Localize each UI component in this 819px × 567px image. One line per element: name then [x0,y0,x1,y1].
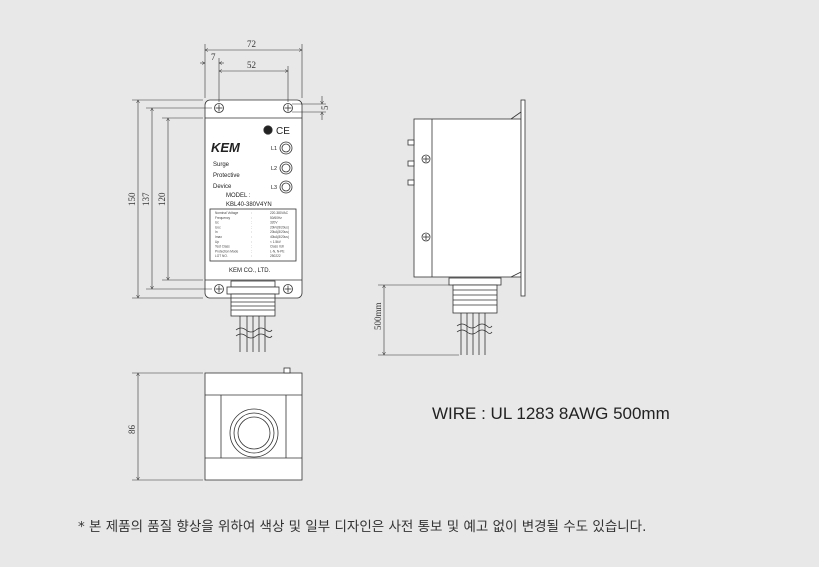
dimension-width: 72 [247,39,256,49]
spec-row-key: Test Class [215,245,230,249]
cable-gland-body [230,293,276,317]
design-change-notice: * 본 제품의 품질 향상을 위하여 색상 및 일부 디자인은 사전 통보 및 … [78,519,647,535]
wire-bundle [235,316,273,352]
spec-label-frame [209,208,297,262]
front-view: CE [204,99,303,352]
spec-row-value: L-N, N-PE [270,249,285,253]
dimension-height-body: 120 [157,192,167,206]
dimension-offset-top: 5 [320,105,330,110]
side-screw-icon [421,154,431,164]
ce-mark-icon: CE [276,126,290,137]
bottom-view [204,367,303,481]
dimension-offset-left: 7 [211,52,216,62]
wire-bundle-side [456,313,493,355]
device-name-line2: Protective [213,173,240,179]
dimension-wire-length: 500mm [373,302,383,330]
spec-row-key: LOT NO. [215,254,228,258]
spec-row-key: Imax [215,235,222,239]
spec-row-separator: : [251,245,252,249]
enclosure-side [413,118,522,278]
spec-row-separator: : [251,230,252,234]
certification-mark-icon [263,125,273,135]
side-screw-icon [421,232,431,242]
spec-row-value: 20kA(8/20us) [270,230,289,234]
indicator-lamp-icon [279,180,293,194]
mounting-screw-icon [214,284,224,294]
model-label: MODEL : [226,193,251,199]
cable-gland-bottom-icon [229,408,279,458]
model-number: KBL40-380V4YN [226,202,272,208]
indicator-label-l3: L3 [271,185,277,191]
spec-row-value: 250222 [270,254,281,258]
spec-row-separator: : [251,211,252,215]
manufacturer-label: KEM CO., LTD. [229,268,271,274]
spec-row-key: In [215,230,218,234]
brand-logo: KEM [211,140,241,155]
spec-row-value: 50/60Hz [270,216,282,220]
wire-length-dimension [378,285,459,355]
spec-row-key: Uc [215,221,219,225]
spec-row-key: Up [215,240,219,244]
spec-row-value: 220-380VAC [270,211,289,215]
depth-dimension [132,373,203,480]
device-name-line3: Device [213,184,232,190]
spec-row-separator: : [251,240,252,244]
mounting-screw-icon [283,103,293,113]
spec-row-value: 20kV(8/20us) [270,225,289,229]
spec-row-key: Protection Mode [215,249,238,253]
indicator-label-l2: L2 [271,166,277,172]
spec-row-separator: : [251,221,252,225]
spec-row-value: < 1.5kV [270,240,282,244]
dimension-hole-spacing: 52 [247,60,256,70]
spec-row-key: Nominal Voltage [215,211,238,215]
mounting-screw-icon [283,284,293,294]
cable-gland-nut [230,280,276,288]
spec-row-separator: : [251,249,252,253]
device-name-line1: Surge [213,162,230,168]
spec-row-separator: : [251,235,252,239]
indicator-label-l1: L1 [271,146,277,152]
spec-table: Nominal Voltage: 220-380VAC Frequency: 50/6… [215,211,289,258]
spec-row-value: 40kA(8/20us) [270,235,289,239]
indicator-lamp-icon [279,161,293,175]
front-dimensions [132,44,326,298]
indicator-lamp-icon [279,141,293,155]
dimension-height-holes: 137 [141,192,151,206]
spec-row-key: Uoc [215,225,221,229]
mounting-screw-icon [214,103,224,113]
wire-spec-label: WIRE : UL 1283 8AWG 500mm [432,404,670,423]
spec-row-separator: : [251,254,252,258]
mounting-bracket [520,99,526,297]
spec-row-separator: : [251,216,252,220]
spec-row-separator: : [251,225,252,229]
side-view [407,99,526,355]
spec-row-value: Class II,III [270,245,284,249]
cable-gland-side [452,284,498,314]
spec-row-key: Frequency [215,216,230,220]
dimension-depth: 86 [127,425,137,435]
dimension-height-overall: 150 [127,192,137,206]
spec-row-value: 320V [270,221,278,225]
enclosure-bottom [204,372,303,481]
